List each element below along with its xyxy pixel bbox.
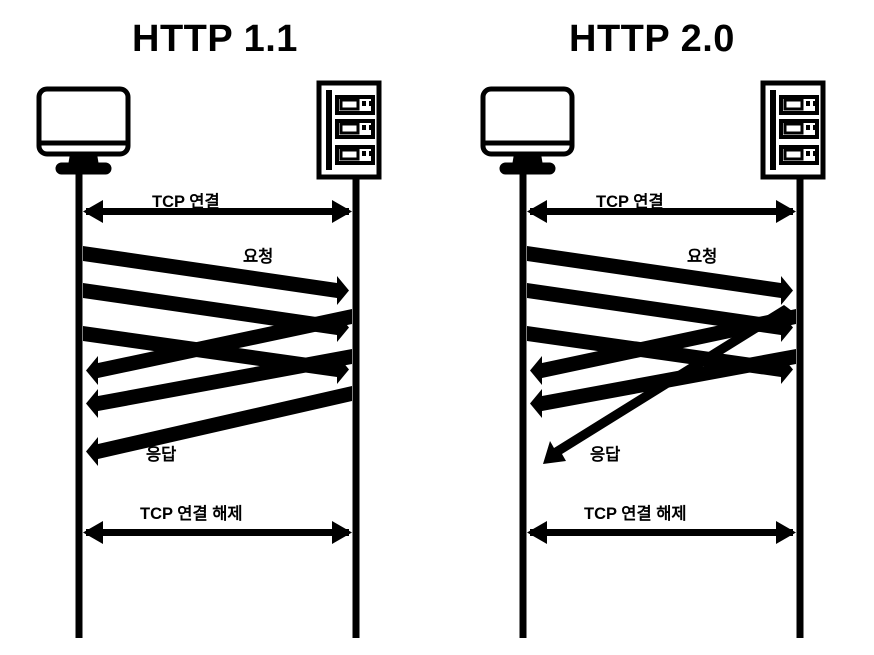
message-response-1-left (86, 309, 352, 385)
label-response-left: 응답 (146, 446, 177, 464)
message-tcp-connect-right (527, 200, 796, 223)
message-response-3-right (543, 305, 792, 464)
label-response-right: 응답 (590, 446, 621, 464)
panel-http20 (480, 80, 826, 638)
message-response-2-left (86, 349, 352, 418)
panel-title-http11: HTTP 1.1 (132, 18, 298, 60)
message-request-2-right (527, 283, 793, 342)
message-tcp-connect-left (83, 200, 352, 223)
desktop-monitor-icon-left (36, 86, 131, 175)
message-request-3-right (527, 326, 793, 384)
message-tcp-disconnect-left (83, 521, 352, 544)
desktop-monitor-icon-right (480, 86, 575, 175)
label-request-right: 요청 (687, 248, 718, 266)
label-tcp-connect-left: TCP 연결 (152, 193, 220, 211)
message-request-1-left (83, 246, 349, 305)
panel-title-http20: HTTP 2.0 (569, 18, 735, 60)
message-request-1-right (527, 246, 793, 305)
label-request-left: 요청 (243, 248, 274, 266)
panel-http11 (36, 80, 382, 638)
label-tcp-connect-right: TCP 연결 (596, 193, 664, 211)
server-rack-icon-right (760, 80, 826, 180)
label-tcp-disconnect-right: TCP 연결 해제 (584, 505, 687, 523)
message-response-3-left (86, 386, 352, 466)
label-tcp-disconnect-left: TCP 연결 해제 (140, 505, 243, 523)
server-rack-icon-left (316, 80, 382, 180)
message-request-3-left (83, 326, 349, 384)
message-tcp-disconnect-right (527, 521, 796, 544)
message-request-2-left (83, 283, 349, 342)
message-response-1-right (530, 309, 796, 385)
